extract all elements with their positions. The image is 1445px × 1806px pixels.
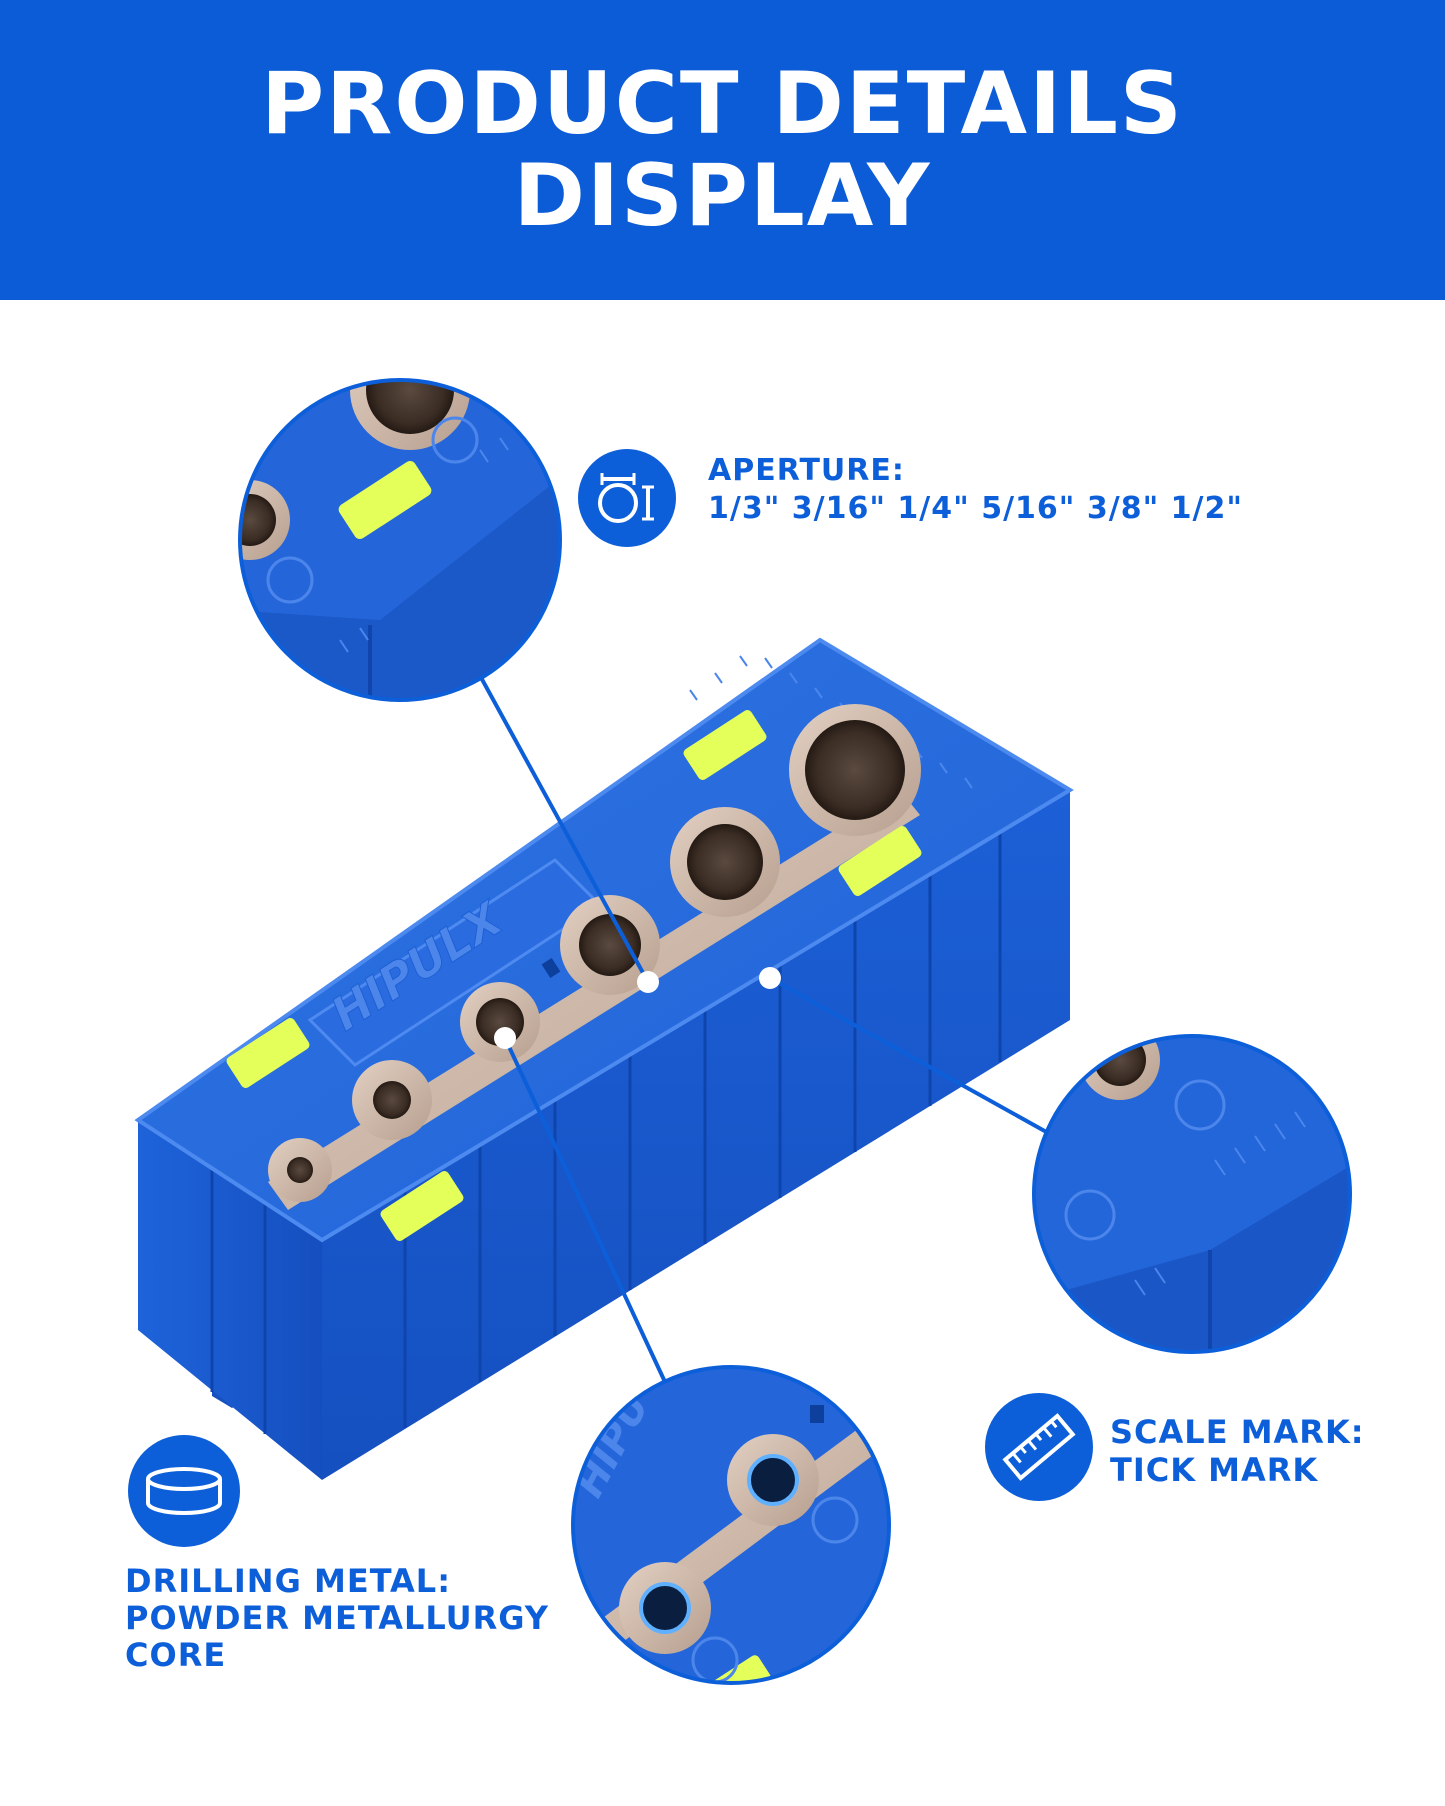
scale-title: SCALE MARK:	[1110, 1413, 1365, 1451]
hole-5-16	[579, 914, 641, 976]
scale-subtitle: TICK MARK	[1110, 1451, 1319, 1489]
hole-1-2	[805, 720, 905, 820]
callout-dot-scale	[759, 967, 781, 989]
callout-lines	[476, 671, 1051, 1383]
hole-3-8	[687, 824, 763, 900]
callout-dot-aperture	[637, 971, 659, 993]
hole-3-16	[373, 1081, 411, 1119]
drill-guide-jig: HIPULX	[134, 637, 1074, 1480]
jig-long-face	[322, 790, 1070, 1480]
aperture-title: APERTURE:	[708, 453, 905, 488]
cylinder-icon	[128, 1435, 240, 1547]
zoom-circle-drilling: HIPU	[571, 1365, 891, 1685]
callout-line-drilling	[503, 1037, 667, 1383]
scale-label: SCALE MARK: TICK MARK	[1110, 1413, 1365, 1489]
zoom-circle-scale	[1032, 1034, 1352, 1354]
glow-markers	[226, 710, 922, 1241]
page-title-line-1: PRODUCT DETAILS	[261, 54, 1184, 154]
page-title-line-2: DISPLAY	[513, 146, 932, 246]
callout-line-aperture	[476, 671, 650, 983]
aperture-label: APERTURE: 1/3" 3/16" 1/4" 5/16" 3/8" 1/2…	[708, 452, 1243, 528]
jig-slot	[541, 958, 561, 978]
ruler-icon	[985, 1393, 1093, 1501]
glow-marker-4	[838, 826, 922, 896]
glow-marker-1	[226, 1018, 310, 1088]
jig-ribs	[210, 832, 1002, 1434]
hole-1-8	[287, 1157, 313, 1183]
callout-line-scale	[769, 976, 1051, 1136]
header-banner: PRODUCT DETAILS DISPLAY	[0, 0, 1445, 300]
glow-marker-2	[380, 1171, 464, 1241]
drilling-label: DRILLING METAL: POWDER METALLURGY CORE	[125, 1563, 549, 1674]
callout-dot-drilling	[494, 1027, 516, 1049]
drilling-title: DRILLING METAL:	[125, 1562, 451, 1600]
jig-top-rim	[134, 637, 1074, 1243]
bushings	[268, 704, 921, 1202]
zoom-circle-aperture	[238, 378, 562, 702]
aperture-icon	[578, 449, 676, 547]
drilling-line-2: POWDER METALLURGY	[125, 1599, 549, 1637]
drilling-line-3: CORE	[125, 1636, 227, 1674]
glow-marker-3	[683, 710, 767, 780]
aperture-sizes: 1/3" 3/16" 1/4" 5/16" 3/8" 1/2"	[708, 491, 1243, 526]
